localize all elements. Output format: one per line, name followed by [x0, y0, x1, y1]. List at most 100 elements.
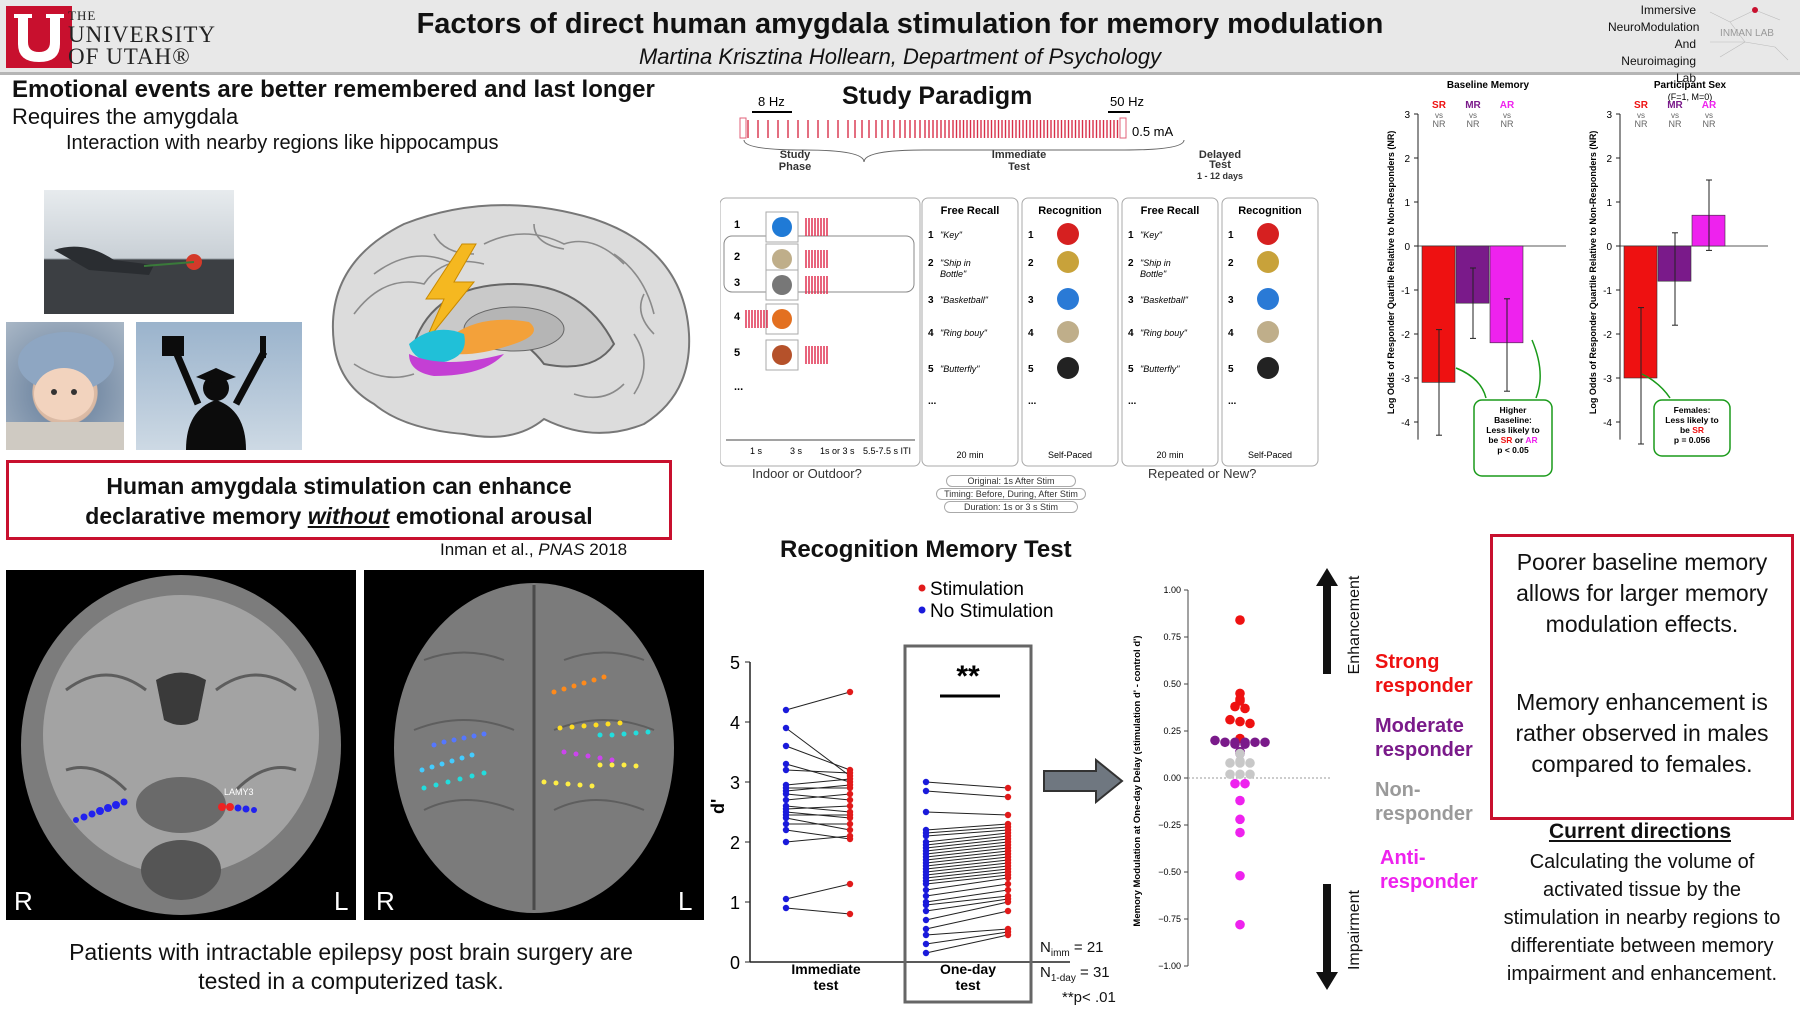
annotation-text: be SR or AR [1488, 435, 1537, 445]
study-item-number: ... [734, 381, 743, 393]
recog-pair-line [925, 835, 1009, 846]
lab-name-line3: And Neuroimaging [1621, 37, 1696, 68]
recog-pair-line [925, 856, 1009, 867]
legend-non-1: Non- [1375, 779, 1421, 801]
electrode-contacts-right [218, 803, 257, 813]
recog-point-stim [1004, 886, 1012, 894]
mod-point [1235, 870, 1245, 881]
mod-point [1235, 758, 1245, 768]
university-logo: THE UNIVERSITY OF UTAH® [6, 6, 226, 69]
bar-ytick-label: 3 [1606, 110, 1612, 121]
citation: Inman et al., PNAS 2018 [440, 540, 627, 560]
recog-pair-line [785, 745, 851, 771]
mod-ytick-label: −0.75 [1158, 914, 1181, 924]
bar-col-label-vs: vs [1671, 111, 1679, 120]
recog-point-stim [1004, 874, 1012, 882]
right-arrow-icon [1043, 758, 1124, 804]
recog-point-stim [1004, 880, 1012, 888]
recog-point-nostim [782, 814, 790, 822]
n-day-pre: N [1040, 964, 1051, 981]
recog-point-nostim [922, 787, 930, 795]
bar-col-label-nr: NR [1669, 119, 1682, 129]
recog-pair-line [925, 895, 1009, 906]
freq-high-label: 50 Hz [1110, 94, 1144, 109]
mod-point [1235, 769, 1245, 780]
recog-pair-line [925, 790, 1009, 798]
phase-delayed-1: Delayed [1199, 149, 1241, 161]
intro-line-1: Requires the amygdala [12, 104, 239, 129]
recog-pair-line [785, 805, 851, 813]
lab-logo-text: INMAN LAB [1720, 28, 1774, 39]
recog-point-stim [846, 835, 854, 843]
electrode-contacts-3d [419, 674, 651, 791]
up-arrow-icon [1316, 568, 1338, 674]
mod-point [1225, 714, 1235, 725]
bar-ytick-label: -3 [1401, 374, 1410, 385]
utah-u-icon [6, 6, 72, 68]
stim-conditions: Original: 1s After Stim Timing: Before, … [936, 474, 1086, 514]
recog-point-stim [846, 688, 854, 696]
immediate-free-recall-panel: Free Recall 1"Key"2"Ship inBottle"3"Bask… [921, 197, 1019, 467]
legend-nostim-label: No Stimulation [930, 601, 1054, 622]
recog-point-nostim [782, 826, 790, 834]
bar-ytick-label: 2 [1404, 154, 1410, 165]
recog-point-stim [1004, 811, 1012, 819]
mod-ytick-label: 1.00 [1163, 585, 1181, 595]
bar-ytick-label: 1 [1606, 198, 1612, 209]
cat2-line1: One-day [940, 961, 996, 977]
recog-point-stim [846, 826, 854, 834]
electrode-contacts-left [73, 798, 128, 823]
recog-point-nostim [782, 904, 790, 912]
recog-pair-line [925, 850, 1009, 861]
recall-word: "Butterfly" [940, 364, 980, 374]
bar-col-label-top: AR [1702, 100, 1717, 111]
finding-2: Memory enhancement is rather observed in… [1515, 689, 1769, 777]
highlight-pre: declarative memory [85, 503, 308, 529]
n-one-day: N1-day = 31 [1040, 963, 1116, 988]
mod-point [1230, 701, 1240, 712]
panel-item-number: ... [928, 396, 937, 407]
study-item-object-icon [772, 275, 792, 295]
intro-heading: Emotional events are better remembered a… [12, 76, 655, 103]
mod-point [1240, 778, 1250, 789]
recog-pair-line [925, 901, 1009, 921]
n-day-val: = 31 [1075, 964, 1110, 981]
mod-point [1220, 737, 1230, 748]
study-item-object-icon [772, 217, 792, 237]
bar-ylabel: Log Odds of Responder Quartile Relative … [1386, 131, 1396, 415]
panel-item-number: 1 [1228, 230, 1234, 241]
recog-point-stim [1004, 931, 1012, 939]
legend-stim-label: Stimulation [930, 579, 1024, 600]
bar-ylabel: Log Odds of Responder Quartile Relative … [1588, 131, 1598, 415]
recognition-object-icon [1257, 288, 1279, 310]
recognition-items-immediate: 12345... [1028, 223, 1079, 407]
free-recall-items-immediate: 1"Key"2"Ship inBottle"3"Basketball"4"Rin… [928, 230, 989, 407]
recog-pair-line [925, 832, 1009, 843]
n-imm-sub: imm [1050, 948, 1070, 959]
poster-author: Martina Krisztina Hollearn, Department o… [638, 44, 1162, 69]
recog-pair-line [925, 934, 1009, 954]
free-recall-items-delayed: 1"Key"2"Ship inBottle"3"Basketball"4"Rin… [1128, 230, 1189, 407]
panel-item-number: 4 [928, 328, 934, 339]
bar-ytick-label: -2 [1401, 330, 1410, 341]
study-item-number: 1 [734, 219, 740, 231]
recall-word: "Ship in [1140, 258, 1171, 268]
recog-point-nostim [782, 742, 790, 750]
recog-point-nostim [782, 838, 790, 846]
recog-point-nostim [922, 880, 930, 888]
recog-pair-line [925, 874, 1009, 885]
annotation-text: Higher [1500, 405, 1528, 415]
panel-item-number: 2 [1028, 258, 1034, 269]
legend-non: Non-responder [1375, 778, 1473, 826]
mod-points [1210, 615, 1270, 930]
phase-study-2: Phase [779, 161, 811, 173]
recog-pair-line [785, 778, 851, 786]
legend-non-2: responder [1375, 803, 1473, 825]
recog-ytick-label: 3 [730, 773, 740, 793]
recog-point-stim [846, 796, 854, 804]
recog-ytick-label: 4 [730, 713, 740, 733]
free-recall-title-2: Free Recall [1141, 205, 1200, 217]
recog-point-stim [1004, 784, 1012, 792]
modulation-chart: 1.000.750.500.250.00−0.25−0.50−0.75−1.00… [1132, 585, 1331, 971]
